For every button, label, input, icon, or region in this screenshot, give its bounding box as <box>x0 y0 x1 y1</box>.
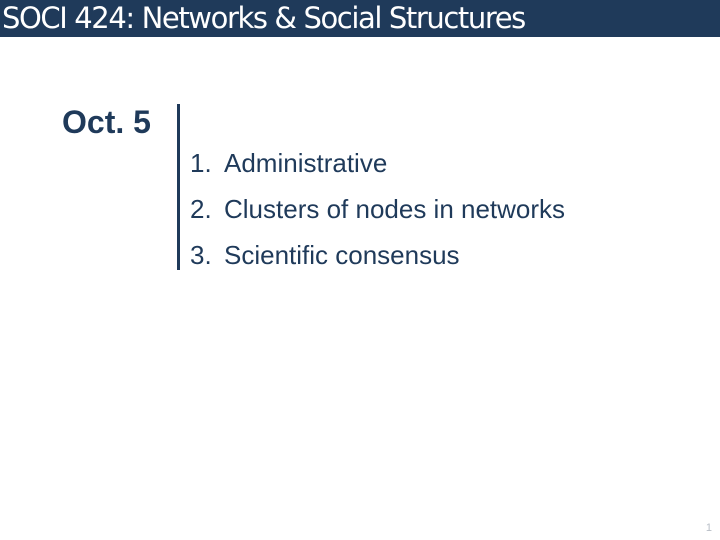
title-bar: SOCI 424: Networks & Social Structures <box>0 0 720 37</box>
vertical-divider <box>177 104 180 270</box>
agenda-item-number: 3. <box>190 240 212 270</box>
agenda-item-number: 1. <box>190 148 212 178</box>
agenda-item: 3. Scientific consensus <box>190 232 565 278</box>
agenda-item-label: Administrative <box>224 148 388 178</box>
slide-title: SOCI 424: Networks & Social Structures <box>2 1 526 35</box>
lecture-date: Oct. 5 <box>62 104 151 140</box>
agenda-item: 2. Clusters of nodes in networks <box>190 186 565 232</box>
agenda-item-label: Scientific consensus <box>224 240 460 270</box>
agenda-item-number: 2. <box>190 194 212 224</box>
agenda-item: 1. Administrative <box>190 140 565 186</box>
agenda-list: 1. Administrative 2. Clusters of nodes in … <box>190 140 565 278</box>
agenda-item-label: Clusters of nodes in networks <box>224 194 566 224</box>
page-number: 1 <box>705 522 712 534</box>
